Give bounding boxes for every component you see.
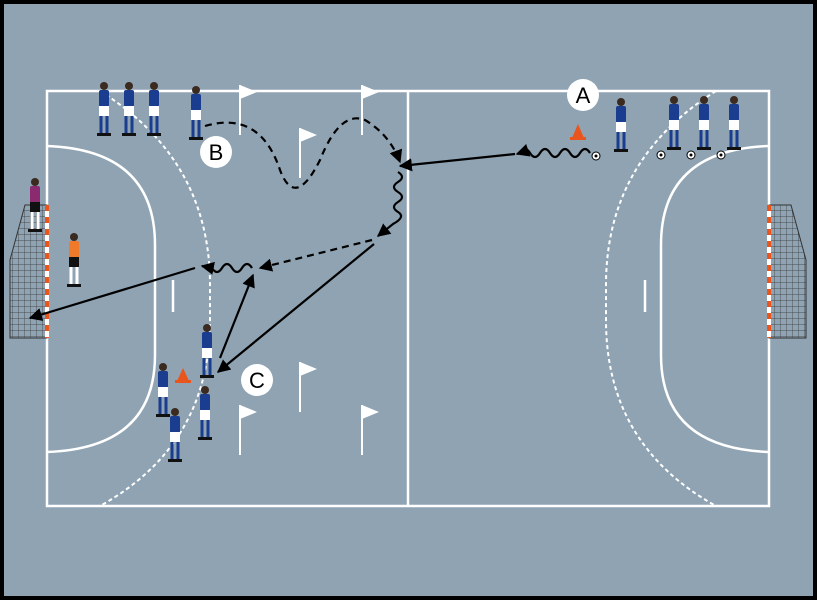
player [667, 96, 681, 150]
player [697, 96, 711, 150]
label-c: C [249, 368, 265, 393]
flag [239, 405, 257, 455]
player [189, 86, 203, 140]
label-b: B [209, 140, 224, 165]
label-a: A [576, 83, 591, 108]
movement-paths [28, 117, 591, 373]
pass-arrow-to-c [216, 243, 375, 373]
flag [299, 362, 317, 412]
player [198, 386, 212, 440]
player [614, 98, 628, 152]
station-label-a: A [567, 79, 599, 111]
pass-arrow-from-c [218, 273, 255, 359]
run-path-b [204, 117, 403, 189]
dribble-path-left [200, 261, 253, 275]
right-goal [767, 204, 807, 339]
flags [239, 85, 379, 455]
flag [299, 128, 317, 178]
cones [175, 124, 586, 383]
left-goal [9, 204, 49, 339]
station-label-b: B [200, 136, 232, 168]
flag [239, 85, 257, 135]
dribble-path-center [376, 171, 404, 237]
player [200, 324, 214, 378]
goalkeeper [28, 178, 42, 232]
flag [361, 85, 379, 135]
pass-arrow-a [398, 152, 516, 172]
ball [591, 151, 601, 161]
ball [656, 150, 666, 160]
flag [361, 405, 379, 455]
player [122, 82, 136, 136]
ball [716, 150, 726, 160]
run-arrow-dashed [258, 238, 373, 272]
player [147, 82, 161, 136]
player [156, 363, 170, 417]
players [28, 82, 741, 462]
shot-arrow [28, 266, 196, 321]
ball [686, 150, 696, 160]
defender-orange [67, 233, 81, 287]
player [97, 82, 111, 136]
station-label-c: C [241, 364, 273, 396]
player [727, 96, 741, 150]
dribble-path-a [515, 143, 591, 159]
player [168, 408, 182, 462]
